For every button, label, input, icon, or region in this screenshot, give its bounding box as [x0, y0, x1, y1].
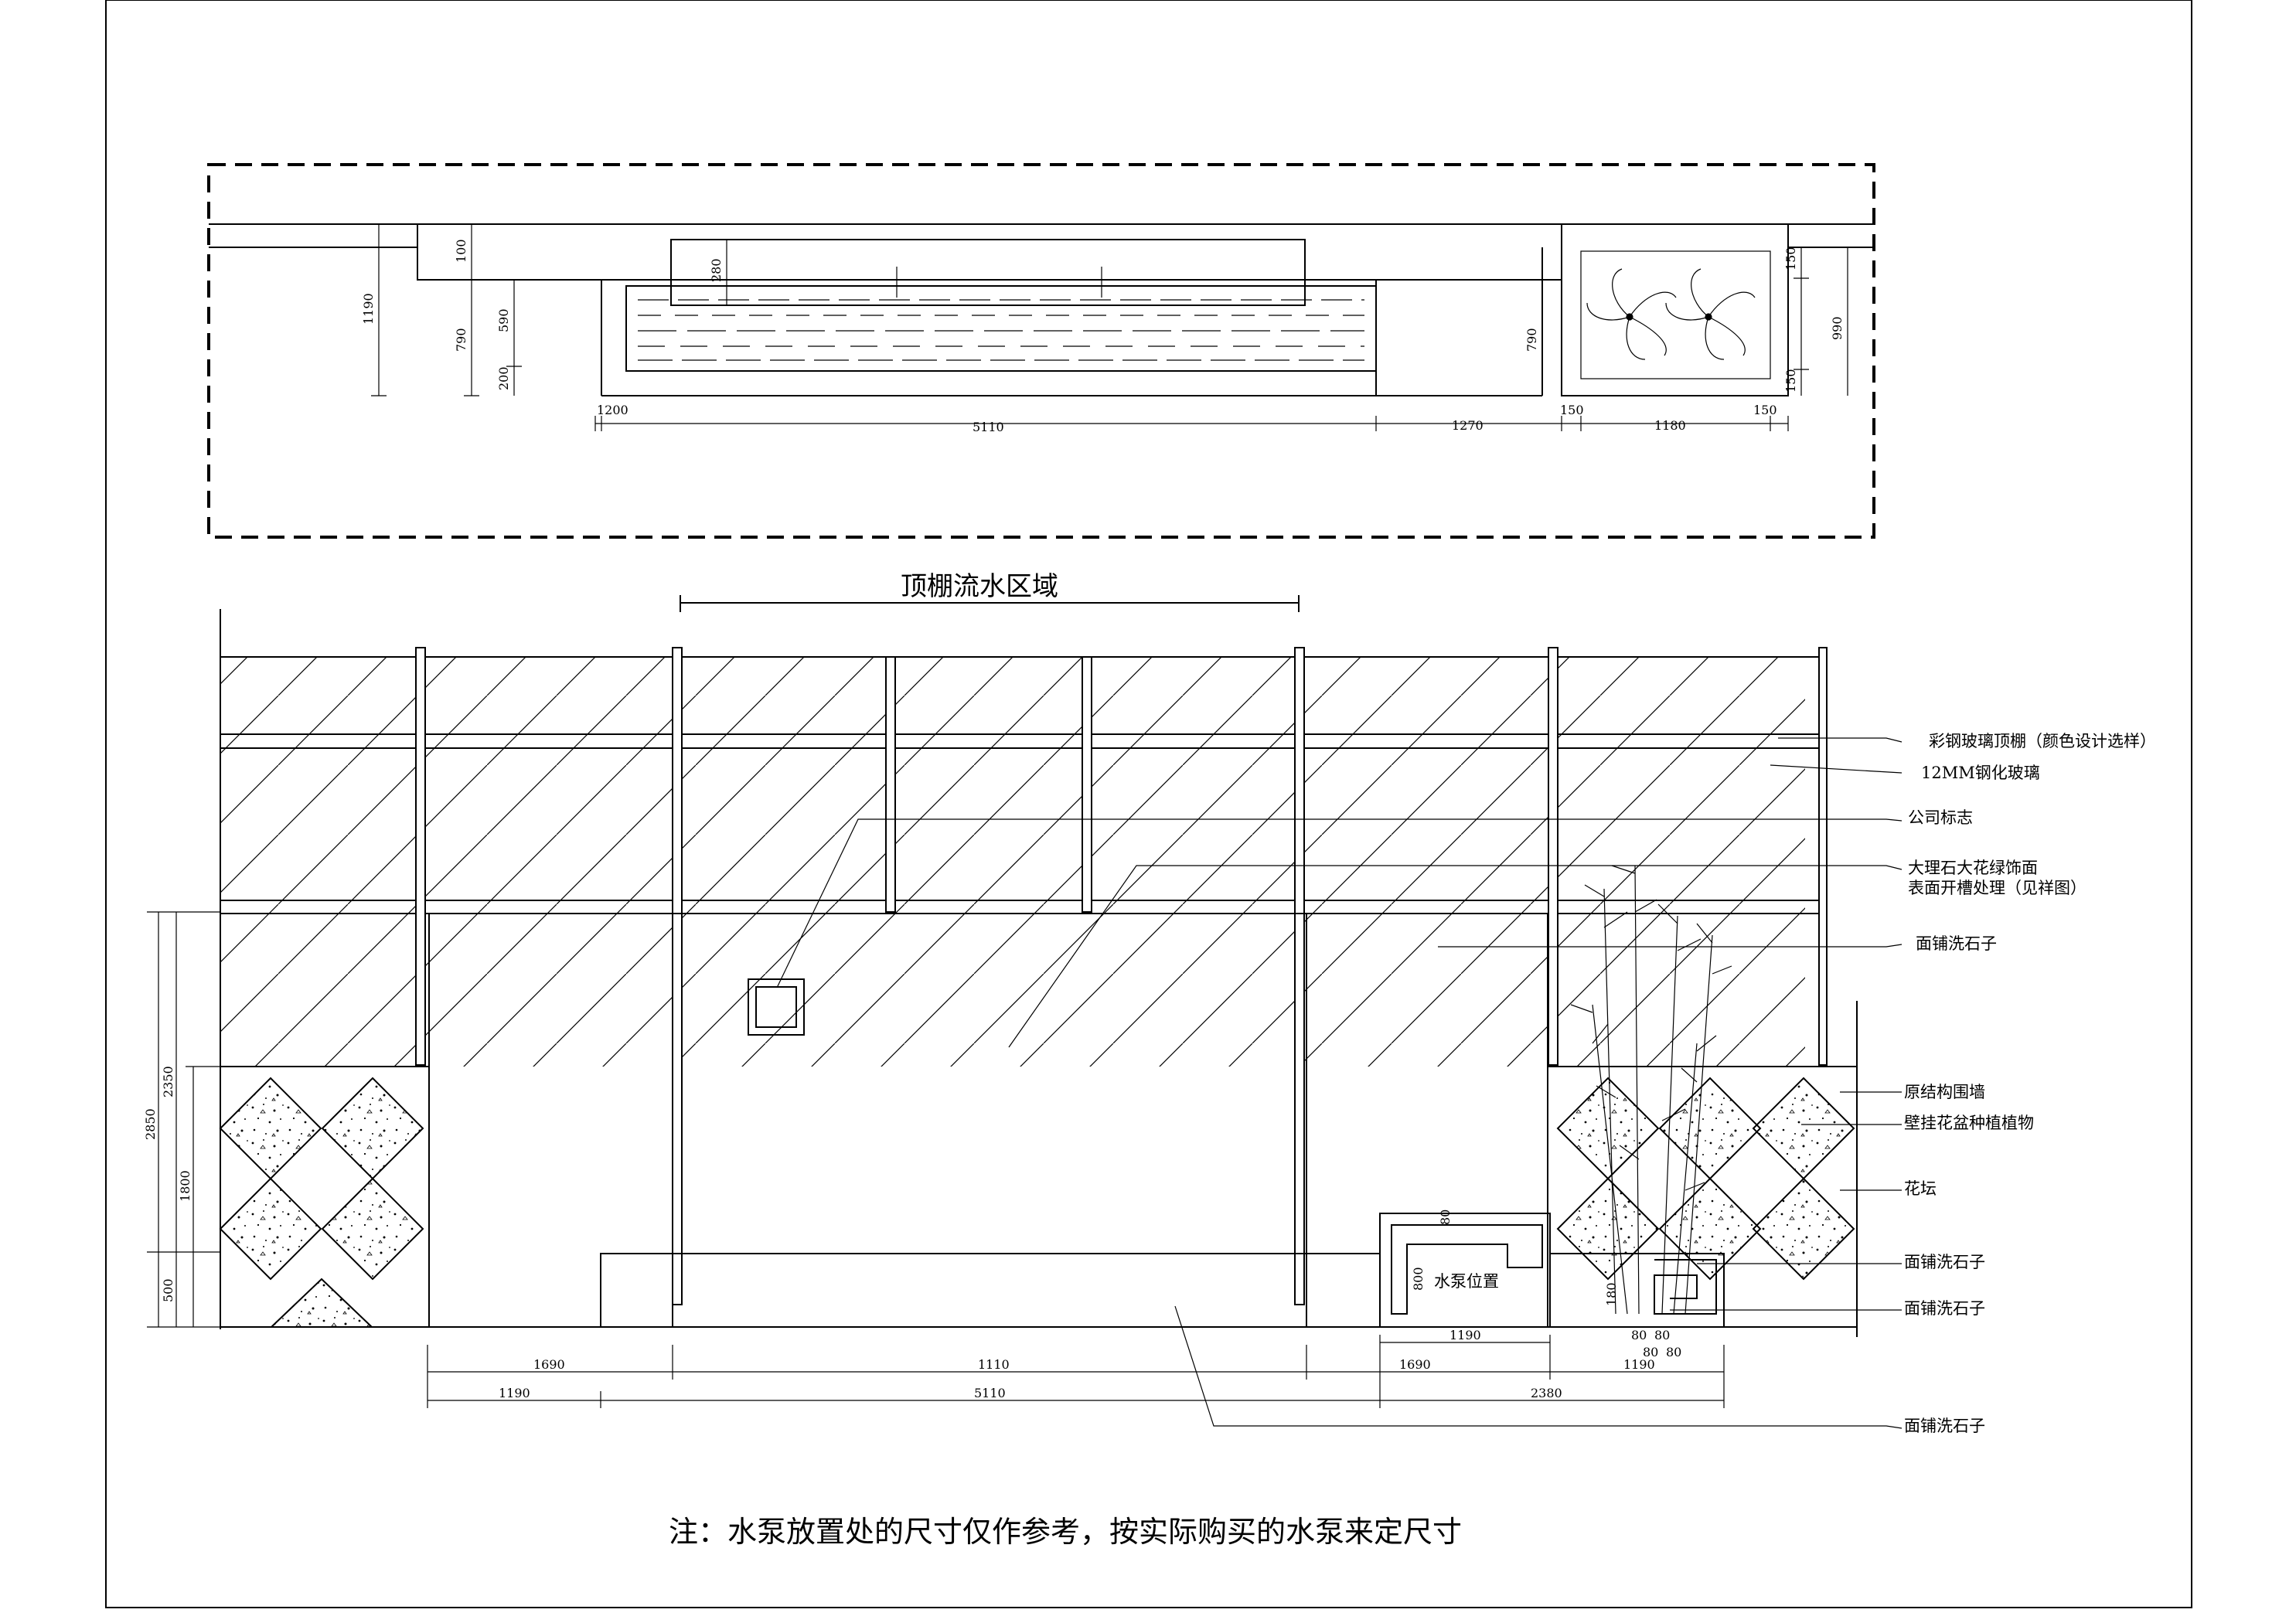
dim-1190-bottom: 1190 [499, 1386, 530, 1400]
dim-180: 180 [1604, 1282, 1619, 1306]
label-hanging-plants: 壁挂花盆种植植物 [1904, 1114, 2034, 1132]
plan-plant-symbols [1586, 268, 1756, 360]
footnote: 注：水泵放置处的尺寸仅作参考，按实际购买的水泵来定尺寸 [669, 1515, 1462, 1549]
dim-80-e: 80 [1666, 1345, 1681, 1359]
base-pebble-strip [600, 1253, 1381, 1328]
dim-2350: 2350 [161, 1066, 175, 1097]
plan-planter-soil [1580, 250, 1771, 379]
pump-label: 水泵位置 [1434, 1272, 1499, 1291]
label-wall: 原结构围墙 [1904, 1083, 1985, 1101]
dim-790-right: 790 [1524, 328, 1539, 352]
plan-view: 1190 100 790 590 200 280 790 150 990 150… [207, 163, 1875, 539]
dim-1190-right: 1190 [1623, 1357, 1655, 1372]
dim-990: 990 [1830, 316, 1845, 340]
dim-800: 800 [1411, 1267, 1426, 1291]
sheet-frame [105, 0, 2192, 1608]
dim-150-a: 150 [1560, 403, 1584, 417]
dim-2380: 2380 [1531, 1386, 1562, 1400]
label-canopy: 彩钢玻璃顶棚（颜色设计选样） [1929, 732, 2156, 750]
meander-ornament [1654, 1259, 1717, 1315]
left-dim-lines [147, 911, 220, 1328]
plan-planter-box [1561, 223, 1789, 396]
dim-280: 280 [709, 258, 724, 282]
label-pebble-3: 面铺洗石子 [1904, 1299, 1985, 1318]
plan-water-channel-cap [670, 239, 1306, 306]
dim-80-d: 80 [1643, 1345, 1658, 1359]
plan-dim-lines [371, 223, 1848, 431]
dim-1180: 1180 [1654, 418, 1686, 433]
company-logo-mark [748, 978, 805, 1036]
plan-top-beam [417, 223, 1562, 281]
dim-150-top: 150 [1783, 247, 1798, 270]
dim-1200: 1200 [597, 403, 629, 417]
bamboo-plant [1570, 865, 1732, 1315]
dim-1110: 1110 [978, 1357, 1010, 1372]
pump-outline [1391, 1224, 1543, 1315]
dim-590: 590 [496, 308, 511, 332]
label-marble-line1: 大理石大花绿饰面 [1908, 859, 2038, 877]
dim-500: 500 [161, 1278, 175, 1302]
dim-1190: 1190 [361, 293, 376, 325]
pump-box [1379, 1213, 1551, 1328]
dim-790-left: 790 [454, 328, 468, 352]
dim-80-c: 80 [1654, 1328, 1670, 1342]
dim-150-b: 150 [1753, 403, 1777, 417]
dim-5110-bottom: 5110 [974, 1386, 1006, 1400]
plan-water-basin [625, 285, 1377, 372]
plan-water-lines [638, 299, 1364, 361]
bottom-dim-lines [427, 1335, 1725, 1408]
label-logo: 公司标志 [1908, 808, 1973, 827]
dim-1190-pump: 1190 [1449, 1328, 1481, 1342]
label-marble-line2: 表面开槽处理（见祥图） [1908, 879, 2086, 897]
dim-1270: 1270 [1452, 418, 1484, 433]
label-glass: 12MM钢化玻璃 [1921, 764, 2040, 782]
dim-80-b: 80 [1631, 1328, 1647, 1342]
dim-2850: 2850 [143, 1108, 158, 1140]
label-flower-bed: 花坛 [1904, 1179, 1937, 1198]
dim-1800: 1800 [178, 1170, 192, 1202]
elevation-view: 顶棚流水区域 [143, 571, 2156, 1435]
label-pebble-top: 面铺洗石子 [1916, 934, 1997, 953]
dim-100: 100 [454, 239, 468, 263]
diamond-planters-left [219, 1077, 424, 1328]
glass-canopy-hatch [220, 657, 1805, 1067]
dim-80-a: 80 [1438, 1210, 1453, 1225]
label-pebble-4: 面铺洗石子 [1904, 1417, 1985, 1435]
dim-1690-right: 1690 [1399, 1357, 1431, 1372]
canopy-posts [415, 647, 1828, 1305]
elevation-title: 顶棚流水区域 [901, 571, 1058, 602]
leader-lines [776, 737, 1903, 1429]
plan-boundary-dashed [207, 163, 1875, 539]
dim-150-bottom: 150 [1783, 369, 1798, 393]
dim-200: 200 [496, 366, 511, 390]
label-pebble-2: 面铺洗石子 [1904, 1253, 1985, 1271]
dim-1690-left: 1690 [533, 1357, 565, 1372]
diamond-planters-right [1556, 1077, 1855, 1281]
dim-5110-plan: 5110 [973, 420, 1004, 434]
